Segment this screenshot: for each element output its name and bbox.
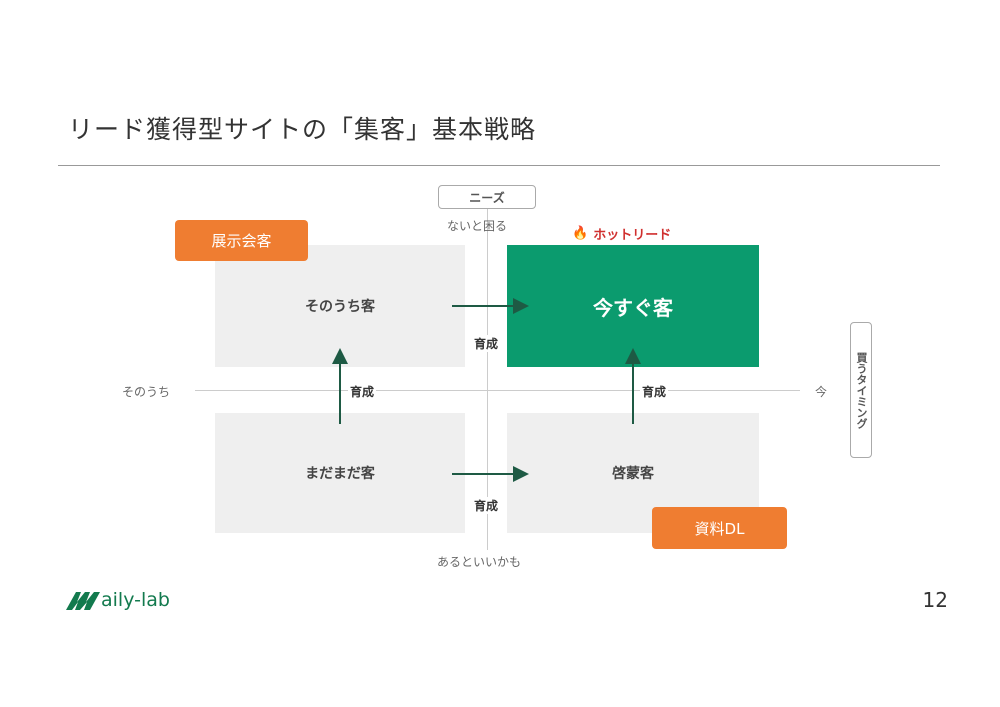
axis-right-label: 今 [815,385,828,399]
horizontal-axis [195,390,800,391]
quadrant-now-customer: 今すぐ客 [507,245,759,367]
flame-icon: 🔥 [572,226,589,241]
axis-top-label: ないと困る [447,219,508,233]
page-number: 12 [922,588,948,612]
title-divider [58,165,940,166]
timing-axis-tag: 買うタイミング [850,322,872,458]
logo-text: aily-lab [101,589,170,611]
axis-bottom-label: あるといいかも [437,555,522,569]
needs-axis-tag: ニーズ [438,185,536,209]
grow-label: 育成 [348,383,377,400]
axis-left-label: そのうち [122,385,171,399]
grow-label: 育成 [640,383,669,400]
logo: aily-lab [66,589,170,611]
vertical-axis [487,205,488,550]
quadrant-not-yet-customer: まだまだ客 [215,413,465,533]
exhibition-label: 展示会客 [175,220,308,261]
download-label: 資料DL [652,507,787,549]
logo-mark-icon [66,592,100,610]
quadrant-later-customer: そのうち客 [215,245,465,367]
grow-label: 育成 [472,497,501,514]
slide-title: リード獲得型サイトの「集客」基本戦略 [68,115,537,144]
grow-label: 育成 [472,335,501,352]
hot-lead-label: 🔥ホットリード [572,226,672,243]
